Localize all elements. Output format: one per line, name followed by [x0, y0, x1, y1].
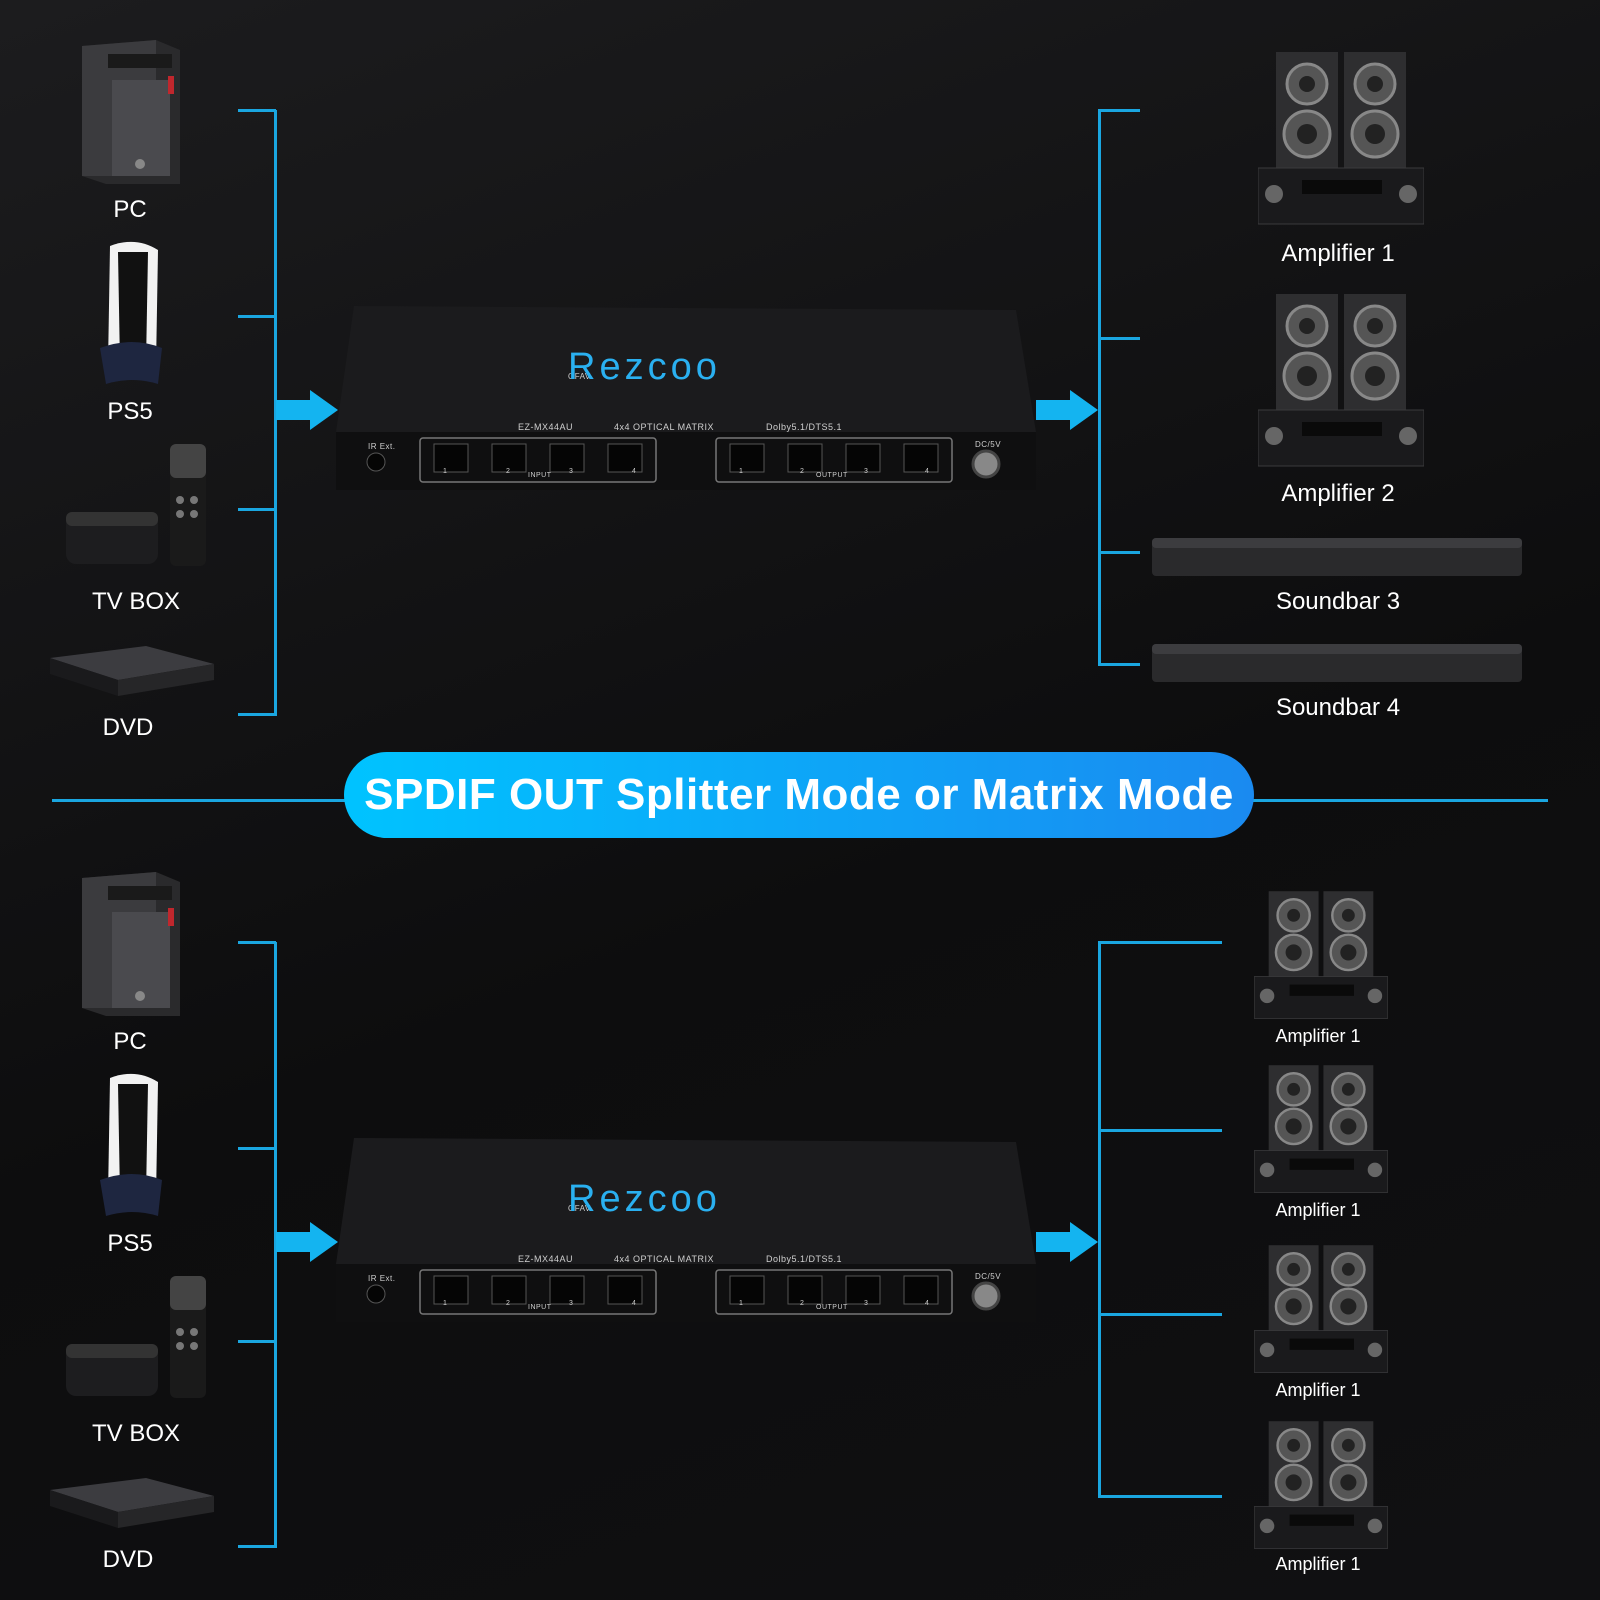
input-bus-vertical — [274, 110, 277, 716]
matrix-power-label: DC/5V — [975, 440, 1002, 449]
source-label-pc: PC — [113, 1028, 147, 1055]
matrix-ir-label: IR Ext. — [368, 442, 396, 451]
output-bus-vertical — [1098, 110, 1101, 666]
matrix-input-port-3: 3 — [569, 1300, 574, 1307]
pc-tower-icon — [82, 40, 180, 184]
matrix-input-port-4: 4 — [632, 468, 637, 475]
matrix-input-label: INPUT — [528, 472, 552, 479]
dvd-player-icon — [50, 1478, 214, 1528]
matrix-brand-prefix: OFAV — [568, 1204, 591, 1213]
output-label-1: Amplifier 1 — [1281, 240, 1395, 267]
matrix-input-port-2: 2 — [506, 1300, 511, 1307]
output-branch-2 — [1098, 337, 1140, 340]
matrix-output-port-3: 3 — [864, 468, 869, 475]
output-label-1: Amplifier 1 — [1275, 1026, 1361, 1046]
matrix-switch-body — [336, 1138, 1036, 1322]
matrix-input-port-1: 1 — [443, 1300, 448, 1307]
divider-right — [1246, 799, 1548, 802]
matrix-output-port-1: 1 — [739, 1300, 744, 1307]
matrix-ir-label: IR Ext. — [368, 1274, 396, 1283]
matrix-brand-logo: Rezcoo — [568, 346, 721, 388]
matrix-type: 4x4 OPTICAL MATRIX — [614, 422, 715, 432]
matrix-output-label: OUTPUT — [816, 1304, 848, 1311]
matrix-input-port-2: 2 — [506, 468, 511, 475]
soundbar-icon — [1152, 644, 1522, 682]
source-label-dvd: DVD — [102, 1546, 154, 1573]
output-label-3: Amplifier 1 — [1275, 1380, 1361, 1400]
source-label-tv-box: TV BOX — [91, 588, 181, 615]
matrix-type: 4x4 OPTICAL MATRIX — [614, 1254, 715, 1264]
output-label-2: Amplifier 2 — [1281, 480, 1395, 507]
source-label-tv-box: TV BOX — [91, 1420, 181, 1447]
output-branch-3 — [1098, 551, 1140, 554]
amplifier-speakers-icon — [1254, 891, 1388, 1019]
amplifier-speakers-icon — [1258, 52, 1424, 225]
input-branch-dvd — [238, 1545, 276, 1548]
input-branch-pc — [238, 941, 276, 944]
source-label-dvd: DVD — [102, 714, 154, 741]
matrix-output-port-1: 1 — [739, 468, 744, 475]
output-label-3: Soundbar 3 — [1275, 588, 1401, 615]
output-arrow-icon — [1036, 390, 1098, 430]
amplifier-speakers-icon — [1258, 294, 1424, 467]
amplifier-speakers-icon — [1254, 1421, 1388, 1549]
input-bus-vertical — [274, 942, 277, 1548]
input-arrow-icon — [276, 1222, 338, 1262]
tv-box-icon — [66, 444, 206, 566]
matrix-input-port-4: 4 — [632, 1300, 637, 1307]
pc-tower-icon — [82, 872, 180, 1016]
ps5-console-icon — [100, 241, 162, 384]
output-branch-1 — [1098, 941, 1222, 944]
matrix-input-port-3: 3 — [569, 468, 574, 475]
amplifier-speakers-icon — [1254, 1065, 1388, 1193]
tv-box-icon — [66, 1276, 206, 1398]
matrix-power-label: DC/5V — [975, 1272, 1002, 1281]
matrix-switch-body — [336, 306, 1036, 490]
divider-left — [52, 799, 352, 802]
matrix-brand-prefix: OFAV — [568, 372, 591, 381]
output-label-4: Amplifier 1 — [1275, 1554, 1361, 1574]
amplifier-speakers-icon — [1254, 1245, 1388, 1373]
source-label-ps5: PS5 — [107, 398, 153, 425]
matrix-input-port-1: 1 — [443, 468, 448, 475]
source-label-ps5: PS5 — [107, 1230, 153, 1257]
output-label-2: Amplifier 1 — [1275, 1200, 1361, 1220]
matrix-model: EZ-MX44AU — [518, 1254, 574, 1264]
input-arrow-icon — [276, 390, 338, 430]
output-branch-1 — [1098, 109, 1140, 112]
matrix-brand-logo: Rezcoo — [568, 1178, 721, 1220]
input-branch-tv-box — [238, 1340, 276, 1343]
output-arrow-icon — [1036, 1222, 1098, 1262]
matrix-output-port-4: 4 — [925, 1300, 930, 1307]
output-branch-4 — [1098, 1495, 1222, 1498]
matrix-output-port-3: 3 — [864, 1300, 869, 1307]
input-branch-ps5 — [238, 315, 276, 318]
input-branch-ps5 — [238, 1147, 276, 1150]
soundbar-icon — [1152, 538, 1522, 576]
dvd-player-icon — [50, 646, 214, 696]
ps5-console-icon — [100, 1073, 162, 1216]
input-branch-pc — [238, 109, 276, 112]
output-label-4: Soundbar 4 — [1275, 694, 1401, 721]
matrix-output-port-4: 4 — [925, 468, 930, 475]
source-label-pc: PC — [113, 196, 147, 223]
matrix-audio: Dolby5.1/DTS5.1 — [766, 422, 843, 432]
input-branch-dvd — [238, 713, 276, 716]
matrix-output-port-2: 2 — [800, 1300, 805, 1307]
matrix-model: EZ-MX44AU — [518, 422, 574, 432]
matrix-output-port-2: 2 — [800, 468, 805, 475]
matrix-input-label: INPUT — [528, 1304, 552, 1311]
mode-banner: SPDIF OUT Splitter Mode or Matrix Mode — [344, 752, 1254, 838]
input-branch-tv-box — [238, 508, 276, 511]
matrix-output-label: OUTPUT — [816, 472, 848, 479]
output-bus-vertical — [1098, 942, 1101, 1498]
output-branch-4 — [1098, 663, 1140, 666]
matrix-audio: Dolby5.1/DTS5.1 — [766, 1254, 843, 1264]
output-branch-2 — [1098, 1129, 1222, 1132]
output-branch-3 — [1098, 1313, 1222, 1316]
